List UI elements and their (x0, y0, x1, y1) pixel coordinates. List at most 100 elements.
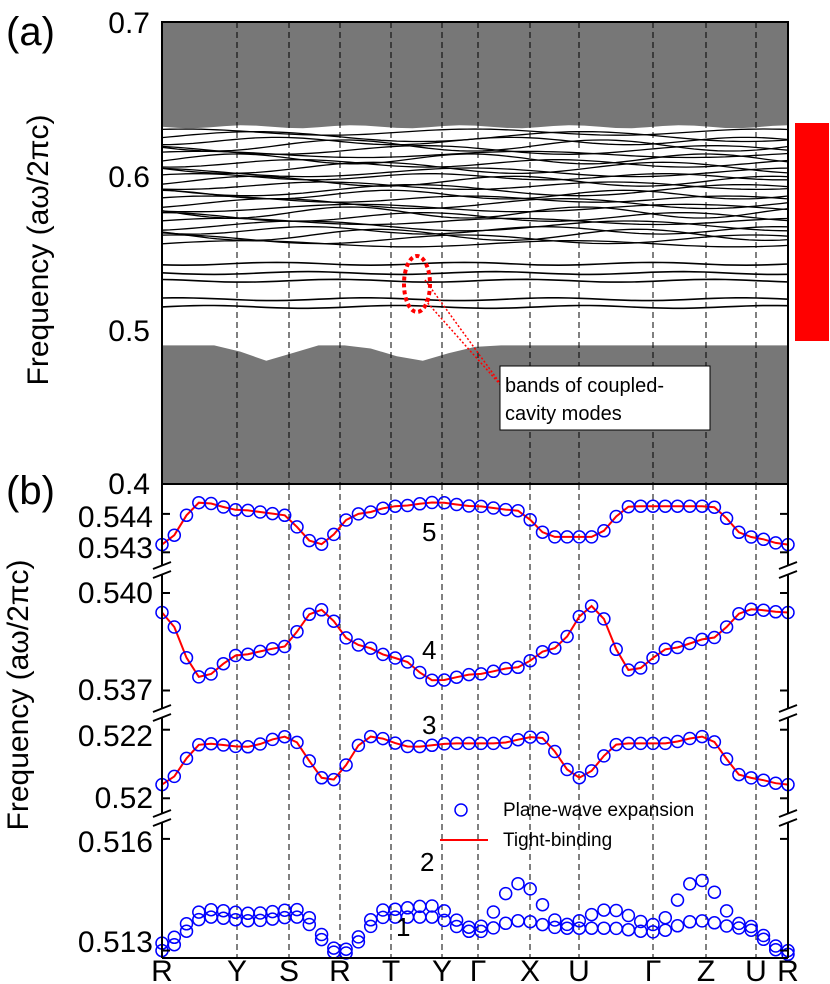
plane-wave-point (560, 762, 574, 777)
panel-b-ytick-7: 0.513 (78, 926, 153, 959)
x-tick-label: Γ (470, 955, 487, 984)
plane-wave-point (253, 913, 267, 928)
annotation-box (499, 365, 711, 431)
plane-wave-point (376, 731, 390, 746)
panel-b-ylabel: Frequency (aω/2πc) (2, 560, 35, 831)
plane-wave-point (277, 639, 292, 654)
plane-wave-point (167, 620, 182, 634)
plane-wave-point (584, 907, 599, 922)
plane-wave-point (290, 735, 304, 750)
plane-wave-point (707, 630, 722, 645)
plane-wave-point (425, 910, 439, 924)
plane-wave-point (376, 647, 390, 662)
band-curve (161, 161, 789, 175)
plane-wave-point (511, 876, 525, 891)
plane-wave-point (548, 744, 562, 759)
x-tick-label: X (520, 955, 540, 984)
plane-wave-point (695, 914, 709, 928)
plane-wave-point (670, 893, 685, 907)
plane-wave-point (707, 735, 722, 749)
plane-wave-point (523, 513, 537, 527)
annotation-leader-2 (424, 299, 506, 391)
plane-wave-point (204, 910, 218, 924)
plane-wave-point (584, 921, 599, 935)
plane-wave-point (535, 731, 550, 745)
plane-wave-point (302, 533, 317, 548)
plane-wave-point (695, 729, 709, 744)
plane-wave-point (597, 612, 611, 626)
plane-wave-point (584, 764, 599, 778)
panel-b-plane-wave-points (155, 495, 795, 962)
plane-wave-point (167, 528, 182, 542)
plane-wave-point (228, 912, 243, 927)
plane-wave-point (327, 772, 341, 787)
plane-wave-point (523, 882, 537, 896)
plane-wave-point (216, 656, 231, 671)
plane-wave-point (633, 661, 648, 675)
plane-wave-point (560, 629, 574, 644)
band-curve (161, 189, 789, 200)
plane-wave-point (314, 927, 329, 942)
plane-wave-point (388, 651, 402, 665)
plane-wave-point (327, 614, 341, 628)
plane-wave-point (400, 655, 415, 669)
panel-b-ytick-1: 0.543 (78, 532, 153, 565)
band-curve (161, 228, 789, 242)
plane-wave-point (437, 904, 452, 918)
plane-wave-point (609, 903, 623, 918)
panel-a-bands (161, 128, 789, 310)
x-tick-label: U (568, 955, 590, 984)
band-curve (161, 297, 789, 302)
plane-wave-point (548, 913, 562, 927)
plane-wave-point (756, 532, 771, 547)
plane-wave-point (241, 913, 255, 928)
plane-wave-point (376, 910, 390, 925)
legend-tb-label: Tight-binding (503, 830, 612, 851)
plane-wave-point (535, 917, 550, 932)
plane-wave-point (584, 599, 599, 613)
band-label-2: 2 (420, 847, 434, 877)
panel-b-ytick-0: 0.544 (78, 501, 153, 534)
legend-pwe-label: Plane-wave expansion (503, 800, 694, 821)
plane-wave-point (609, 642, 623, 657)
plane-wave-point (584, 530, 599, 544)
plane-wave-point (314, 603, 329, 617)
panel-a-ytick-3: 0.4 (108, 468, 150, 501)
plane-wave-point (719, 511, 734, 526)
band-curve (162, 212, 789, 222)
tight-binding-curve (161, 604, 789, 682)
axis-break-mark (152, 570, 172, 579)
plane-wave-point (363, 641, 378, 655)
plane-wave-point (719, 919, 734, 933)
panel-b-axes (152, 483, 798, 959)
plane-wave-point (179, 650, 194, 665)
band-curve (161, 203, 789, 213)
plane-wave-point (683, 877, 697, 891)
plane-wave-point (756, 932, 771, 947)
plane-wave-point (486, 921, 501, 935)
plane-wave-point (216, 911, 231, 925)
panel-a-ytick-0: 0.7 (108, 7, 150, 40)
plane-wave-point (265, 912, 280, 926)
band-curve (161, 145, 789, 155)
plane-wave-point (498, 886, 513, 901)
plane-wave-point (216, 500, 231, 514)
plane-wave-point (658, 923, 673, 937)
plane-wave-point (302, 607, 317, 622)
band-curve (161, 159, 789, 168)
panel-b-symmetry-lines (236, 484, 757, 958)
plane-wave-point (523, 653, 537, 668)
plane-wave-point (707, 500, 722, 514)
plane-wave-point (683, 915, 697, 929)
plane-wave-point (523, 914, 537, 929)
plane-wave-point (192, 912, 206, 927)
band-label-3: 3 (422, 710, 436, 740)
band-curve (161, 139, 789, 152)
plane-wave-point (535, 644, 550, 659)
plane-wave-point (277, 729, 292, 744)
plane-wave-point (363, 919, 378, 934)
plane-wave-point (498, 916, 513, 931)
band-curve (161, 130, 789, 143)
plane-wave-point (167, 930, 182, 945)
axis-break-mark (152, 818, 172, 827)
